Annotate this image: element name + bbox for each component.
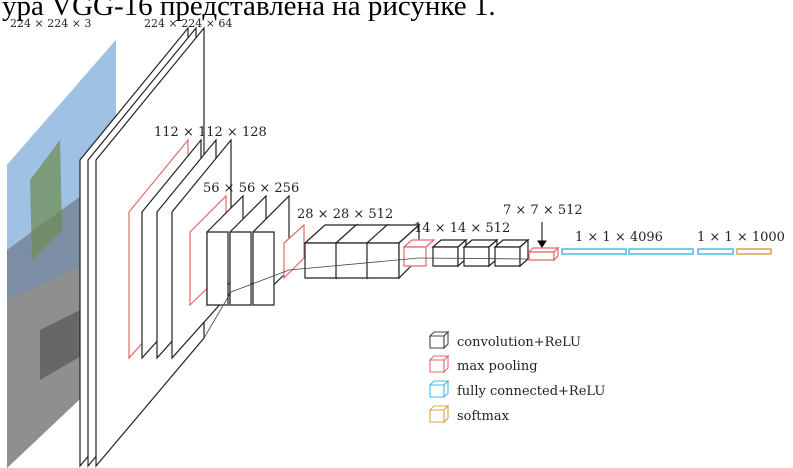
legend: convolution+ReLU max pooling fully conne… bbox=[428, 330, 605, 424]
legend-swatch-fully-connected bbox=[428, 379, 450, 399]
legend-swatch-max-pooling bbox=[428, 354, 450, 374]
pool5-arrow bbox=[537, 222, 547, 248]
label-fc-dims: 1 × 1 × 4096 bbox=[575, 230, 663, 245]
label-pool5-dims: 7 × 7 × 512 bbox=[503, 203, 583, 218]
legend-label-softmax: softmax bbox=[457, 409, 510, 424]
label-conv4-dims: 28 × 28 × 512 bbox=[297, 207, 393, 222]
label-conv5-dims: 14 × 14 × 512 bbox=[414, 221, 510, 236]
conv-block-4 bbox=[303, 223, 421, 280]
label-softmax-dims: 1 × 1 × 1000 bbox=[697, 230, 785, 245]
legend-item-convolution: convolution+ReLU bbox=[428, 330, 581, 350]
legend-swatch-softmax bbox=[428, 404, 450, 424]
legend-label-convolution: convolution+ReLU bbox=[457, 335, 581, 350]
legend-item-softmax: softmax bbox=[428, 404, 510, 424]
label-conv3-dims: 56 × 56 × 256 bbox=[203, 181, 299, 196]
label-input-dims: 224 × 224 × 3 bbox=[10, 17, 91, 30]
label-conv2-dims: 112 × 112 × 128 bbox=[154, 125, 267, 140]
pool-block-4 bbox=[402, 239, 436, 267]
legend-label-max-pooling: max pooling bbox=[457, 359, 538, 374]
fc-layers bbox=[561, 248, 734, 255]
legend-item-fully-connected: fully connected+ReLU bbox=[428, 379, 605, 399]
legend-swatch-convolution bbox=[428, 330, 450, 350]
legend-item-max-pooling: max pooling bbox=[428, 354, 538, 374]
legend-label-fully-connected: fully connected+ReLU bbox=[457, 384, 605, 399]
softmax-layer bbox=[736, 248, 772, 255]
pool-block-3 bbox=[283, 223, 305, 280]
connector-lines bbox=[203, 257, 529, 339]
conv-block-5 bbox=[431, 238, 530, 268]
caption-text: ура VGG-16 представлена на рисунке 1. bbox=[2, 0, 496, 22]
pool-block-5 bbox=[527, 246, 560, 262]
conv-block-3 bbox=[206, 194, 290, 307]
label-conv1-dims: 224 × 224 × 64 bbox=[144, 17, 232, 30]
